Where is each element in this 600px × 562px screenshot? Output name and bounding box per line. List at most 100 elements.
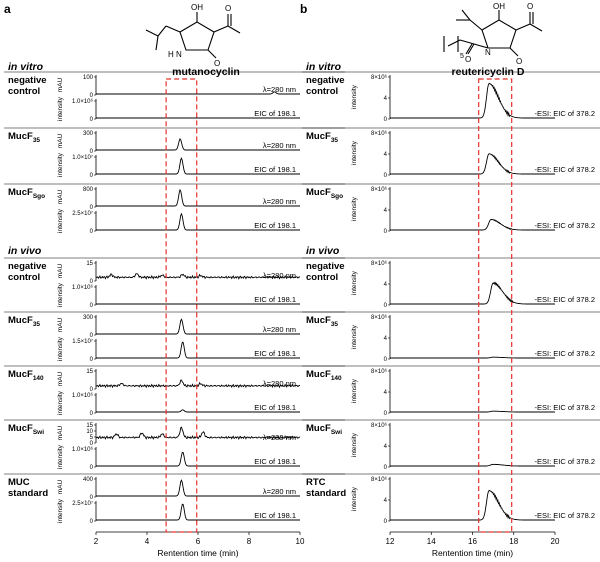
row-label: MucF35 bbox=[306, 131, 338, 144]
chromatogram-trace bbox=[95, 379, 301, 389]
y-tick-label: 0 bbox=[90, 495, 94, 501]
trace-y-label: mAU bbox=[57, 371, 64, 386]
y-tick-label: 1.0×10⁷ bbox=[72, 154, 93, 161]
highlight-window bbox=[165, 78, 198, 533]
trace-annotation: λ=280 nm bbox=[263, 433, 296, 442]
y-tick-label: 15 bbox=[86, 369, 93, 375]
structure-a-nh: N bbox=[176, 50, 182, 59]
row-label-main: MucF bbox=[306, 369, 331, 380]
y-tick-label: 4 bbox=[384, 282, 388, 288]
chromatogram-trace bbox=[96, 503, 300, 521]
trace-y-label: mAU bbox=[57, 133, 64, 148]
row-label-main: negative bbox=[8, 75, 47, 86]
in-vivo-label-b: in vivo bbox=[306, 245, 340, 257]
y-tick-label: 0 bbox=[90, 303, 94, 309]
y-tick-label: 0 bbox=[90, 333, 94, 339]
y-tick-label: 300 bbox=[83, 315, 94, 321]
row-label-main: MucF bbox=[8, 131, 33, 142]
row-label: RTC bbox=[306, 477, 326, 488]
y-tick-label: 10 bbox=[86, 429, 93, 435]
trace-y-label: intensity bbox=[57, 152, 64, 177]
x-tick-label: 20 bbox=[551, 537, 560, 546]
trace-annotation: λ=280 nm bbox=[263, 141, 296, 150]
trace-annotation: EIC of 198.1 bbox=[254, 109, 296, 118]
trace-annotation: EIC of 198.1 bbox=[254, 403, 296, 412]
row-label-main: MucF bbox=[306, 131, 331, 142]
trace-y-label: mAU bbox=[57, 263, 64, 278]
trace-y-label: intensity bbox=[351, 270, 358, 295]
trace-annotation: λ=280 nm bbox=[263, 197, 296, 206]
trace-annotation: λ=280 nm bbox=[263, 487, 296, 496]
row-label-main: MucF bbox=[8, 315, 33, 326]
y-tick-label: 8×10⁶ bbox=[371, 130, 388, 137]
y-tick-label: 0 bbox=[384, 173, 388, 179]
y-tick-label: 0 bbox=[384, 117, 388, 123]
row-label: negative bbox=[8, 261, 47, 272]
trace-annotation: -ESI: EIC of 378.2 bbox=[535, 295, 595, 304]
mutanocyclin-structure bbox=[145, 12, 241, 59]
y-tick-label: 0 bbox=[384, 303, 388, 309]
structure-b-oh: OH bbox=[493, 2, 505, 11]
trace-y-label: intensity bbox=[351, 432, 358, 457]
row-label: MucF35 bbox=[8, 315, 40, 328]
structure-b-n: N bbox=[485, 48, 491, 57]
trace-annotation: -ESI: EIC of 378.2 bbox=[535, 511, 595, 520]
trace-annotation: λ=280 nm bbox=[263, 325, 296, 334]
row-label-second-line: standard bbox=[8, 488, 48, 499]
row-label: MucFSwi bbox=[306, 423, 342, 436]
y-tick-label: 0 bbox=[384, 411, 388, 417]
row-label-main: MucF bbox=[8, 369, 33, 380]
y-tick-label: 0 bbox=[384, 229, 388, 235]
highlight-window bbox=[478, 78, 513, 533]
y-tick-label: 4 bbox=[384, 498, 388, 504]
structure-a-h: H bbox=[168, 50, 174, 59]
trace-annotation: λ=280 nm bbox=[263, 271, 296, 280]
y-tick-label: 8×10⁶ bbox=[371, 260, 388, 267]
row-label-subscript: Sgo bbox=[331, 193, 343, 200]
row-label: negative bbox=[8, 75, 47, 86]
structure-a-oh: OH bbox=[191, 3, 203, 12]
row-label: negative bbox=[306, 75, 345, 86]
trace-y-label: mAU bbox=[57, 425, 64, 440]
row-label: MUC bbox=[8, 477, 30, 488]
y-tick-label: 15 bbox=[86, 423, 93, 429]
x-tick-label: 8 bbox=[247, 537, 252, 546]
trace-annotation: -ESI: EIC of 378.2 bbox=[535, 457, 595, 466]
x-tick-label: 2 bbox=[94, 537, 99, 546]
x-tick-label: 4 bbox=[145, 537, 150, 546]
row-label: MucFSgo bbox=[8, 187, 45, 200]
y-tick-label: 0 bbox=[90, 117, 94, 123]
y-tick-label: 15 bbox=[86, 261, 93, 267]
chromatogram-trace bbox=[96, 451, 300, 467]
row-label-main: negative bbox=[306, 75, 345, 86]
trace-y-label: intensity bbox=[57, 498, 64, 523]
y-tick-label: 8×10⁶ bbox=[371, 314, 388, 321]
y-tick-label: 0 bbox=[90, 149, 94, 155]
chromatogram-trace bbox=[390, 356, 555, 359]
row-label-second-line: control bbox=[8, 86, 40, 97]
chromatogram-trace bbox=[390, 218, 555, 231]
y-tick-label: 0 bbox=[90, 465, 94, 471]
trace-annotation: -ESI: EIC of 378.2 bbox=[535, 403, 595, 412]
y-tick-label: 2.5×10⁷ bbox=[72, 500, 93, 507]
row-label-main: MucF bbox=[8, 187, 33, 198]
y-tick-label: 8×10⁶ bbox=[371, 476, 388, 483]
row-label-second-line: control bbox=[8, 272, 40, 283]
row-label: MucF140 bbox=[8, 369, 44, 382]
y-tick-label: 4 bbox=[384, 208, 388, 214]
row-label-main: RTC bbox=[306, 477, 326, 488]
y-tick-label: 800 bbox=[83, 187, 94, 193]
trace-y-label: mAU bbox=[57, 479, 64, 494]
trace-annotation: -ESI: EIC of 378.2 bbox=[535, 221, 595, 230]
trace-annotation: EIC of 198.1 bbox=[254, 457, 296, 466]
trace-annotation: EIC of 198.1 bbox=[254, 511, 296, 520]
y-tick-label: 4 bbox=[384, 390, 388, 396]
y-tick-label: 0 bbox=[90, 411, 94, 417]
structure-b-o-amide: O bbox=[465, 55, 471, 64]
trace-y-label: intensity bbox=[57, 336, 64, 361]
y-tick-label: 0 bbox=[90, 205, 94, 211]
structure-b-o-ring: O bbox=[516, 57, 522, 66]
trace-annotation: λ=280 nm bbox=[263, 85, 296, 94]
